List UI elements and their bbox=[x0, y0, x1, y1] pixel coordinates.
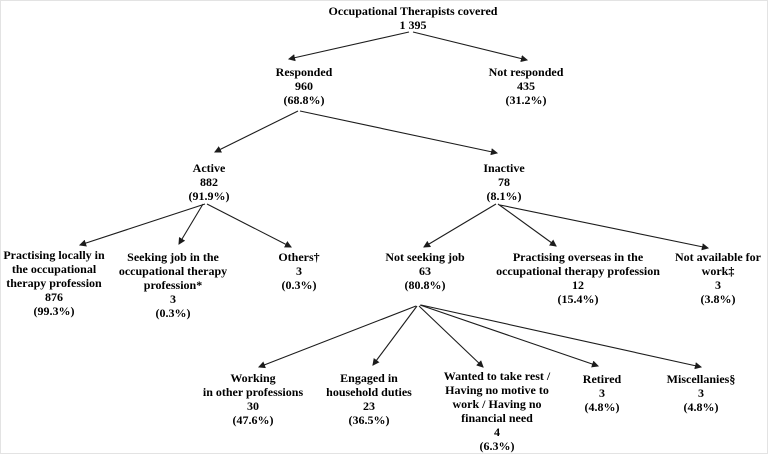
node-seeking-job-percent: (0.3%) bbox=[155, 306, 191, 320]
connector-root-not-responded bbox=[412, 31, 529, 63]
node-responded-label: Responded bbox=[275, 65, 333, 79]
node-miscellanies-value: 3 bbox=[698, 386, 704, 400]
node-not-available-percent: (3.8%) bbox=[700, 292, 736, 306]
node-not-seeking-job-percent: (80.8%) bbox=[404, 278, 446, 292]
node-miscellanies: Miscellanies§ 3 (4.8%) bbox=[653, 372, 749, 414]
node-household-duties-label: Engaged in household duties bbox=[326, 371, 412, 399]
node-practising-overseas-percent: (15.4%) bbox=[557, 292, 599, 306]
node-active-percent: (91.9%) bbox=[188, 189, 230, 203]
node-working-other-value: 30 bbox=[247, 399, 259, 413]
node-wanted-rest-label: Wanted to take rest / Having no motive t… bbox=[443, 369, 551, 425]
node-root: Occupational Therapists covered 1 395 bbox=[293, 4, 533, 32]
node-household-duties-percent: (36.5%) bbox=[348, 413, 390, 427]
node-not-seeking-job: Not seeking job 63 (80.8%) bbox=[365, 250, 485, 292]
connector-notseeking-household bbox=[372, 305, 418, 366]
node-inactive-percent: (8.1%) bbox=[486, 189, 522, 203]
node-root-label: Occupational Therapists covered bbox=[328, 4, 498, 18]
node-active: Active 882 (91.9%) bbox=[159, 161, 259, 203]
node-retired: Retired 3 (4.8%) bbox=[565, 372, 639, 414]
node-retired-value: 3 bbox=[599, 386, 605, 400]
node-retired-label: Retired bbox=[582, 372, 622, 386]
node-seeking-job-label: Seeking job in the occupational therapy … bbox=[118, 250, 228, 292]
node-responded: Responded 960 (68.8%) bbox=[244, 65, 364, 107]
node-practising-overseas: Practising overseas in the occupational … bbox=[483, 250, 673, 306]
node-not-available: Not available for work‡ 3 (3.8%) bbox=[665, 250, 767, 306]
node-wanted-rest: Wanted to take rest / Having no motive t… bbox=[429, 369, 565, 453]
connector-notseeking-retired bbox=[419, 304, 600, 368]
node-seeking-job: Seeking job in the occupational therapy … bbox=[103, 250, 243, 320]
node-miscellanies-percent: (4.8%) bbox=[683, 400, 719, 414]
node-household-duties: Engaged in household duties 23 (36.5%) bbox=[311, 371, 427, 427]
node-miscellanies-label: Miscellanies§ bbox=[666, 372, 736, 386]
node-practising-locally-percent: (99.3%) bbox=[33, 304, 75, 318]
node-root-value: 1 395 bbox=[399, 18, 427, 32]
node-working-other-label: Working in other professions bbox=[202, 371, 304, 399]
node-working-other-percent: (47.6%) bbox=[232, 413, 274, 427]
node-inactive: Inactive 78 (8.1%) bbox=[449, 161, 559, 203]
node-others-label: Others† bbox=[278, 250, 320, 264]
connector-inactive-not-seeking bbox=[423, 203, 497, 248]
node-responded-value: 960 bbox=[295, 79, 313, 93]
connector-notseeking-working-other bbox=[258, 305, 417, 369]
node-practising-locally: Practising locally in the occupational t… bbox=[1, 248, 107, 318]
node-wanted-rest-value: 4 bbox=[494, 425, 500, 439]
node-not-seeking-job-value: 63 bbox=[419, 264, 431, 278]
connector-root-responded bbox=[287, 31, 410, 62]
node-working-other: Working in other professions 30 (47.6%) bbox=[183, 371, 323, 427]
connector-notseeking-miscellanies bbox=[420, 304, 703, 370]
node-others-percent: (0.3%) bbox=[281, 278, 317, 292]
node-wanted-rest-percent: (6.3%) bbox=[479, 439, 515, 453]
node-not-seeking-job-label: Not seeking job bbox=[385, 250, 465, 264]
connector-active-seeking-job bbox=[178, 203, 204, 245]
node-practising-locally-value: 876 bbox=[45, 290, 63, 304]
connector-inactive-not-available bbox=[499, 204, 710, 251]
node-responded-percent: (68.8%) bbox=[283, 93, 325, 107]
node-not-responded: Not responded 435 (31.2%) bbox=[456, 65, 596, 107]
node-others-value: 3 bbox=[296, 264, 302, 278]
node-not-available-value: 3 bbox=[715, 278, 721, 292]
node-others: Others† 3 (0.3%) bbox=[259, 250, 339, 292]
connector-responded-inactive bbox=[299, 110, 499, 156]
node-household-duties-value: 23 bbox=[363, 399, 375, 413]
node-not-responded-value: 435 bbox=[517, 79, 535, 93]
connector-inactive-practising-overseas bbox=[497, 203, 557, 247]
node-not-available-label: Not available for work‡ bbox=[675, 250, 761, 278]
connector-active-others bbox=[206, 203, 292, 248]
connector-responded-active bbox=[214, 110, 299, 153]
node-not-responded-label: Not responded bbox=[488, 65, 564, 79]
node-active-value: 882 bbox=[200, 175, 218, 189]
node-seeking-job-value: 3 bbox=[170, 292, 176, 306]
node-active-label: Active bbox=[192, 161, 226, 175]
node-inactive-label: Inactive bbox=[483, 161, 525, 175]
node-inactive-value: 78 bbox=[498, 175, 510, 189]
connector-notseeking-wanted-rest bbox=[418, 305, 484, 368]
node-practising-locally-label: Practising locally in the occupational t… bbox=[3, 248, 105, 290]
connector-active-practising-locally bbox=[78, 203, 206, 247]
node-practising-overseas-value: 12 bbox=[572, 278, 584, 292]
node-not-responded-percent: (31.2%) bbox=[505, 93, 547, 107]
node-practising-overseas-label: Practising overseas in the occupational … bbox=[496, 250, 660, 278]
node-retired-percent: (4.8%) bbox=[584, 400, 620, 414]
